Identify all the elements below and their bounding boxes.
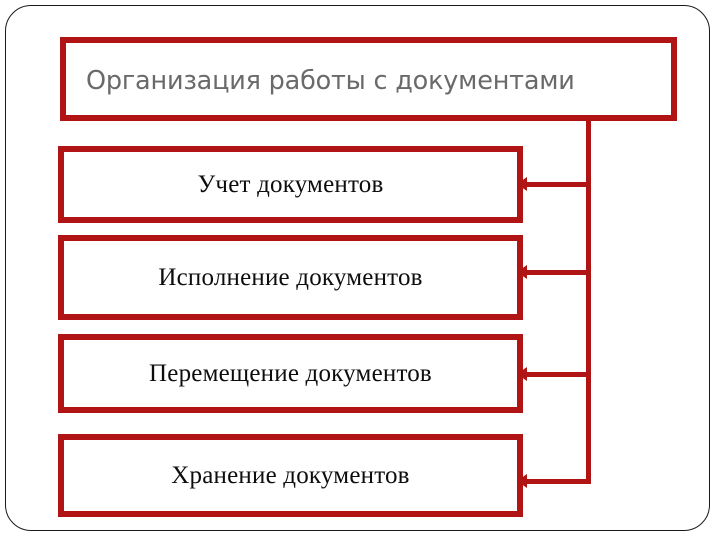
- process-box-label: Перемещение документов: [149, 359, 432, 387]
- title-box[interactable]: Организация работы с документами: [60, 37, 677, 121]
- page-title: Организация работы с документами: [86, 66, 575, 96]
- process-box-document-execution[interactable]: Исполнение документов: [58, 235, 523, 320]
- arrow-to-item-1-icon: [517, 265, 588, 279]
- arrow-to-item-2-icon: [517, 367, 588, 381]
- connector-trunk-line: [586, 115, 591, 484]
- process-box-document-registration[interactable]: Учет документов: [58, 146, 523, 223]
- arrow-to-item-0-icon: [517, 177, 588, 191]
- process-box-document-movement[interactable]: Перемещение документов: [58, 334, 523, 413]
- process-box-label: Исполнение документов: [158, 263, 423, 291]
- process-box-document-storage[interactable]: Хранение документов: [58, 434, 523, 517]
- process-box-label: Учет документов: [197, 170, 384, 198]
- process-box-label: Хранение документов: [171, 461, 410, 489]
- arrow-to-item-3-icon: [517, 474, 588, 488]
